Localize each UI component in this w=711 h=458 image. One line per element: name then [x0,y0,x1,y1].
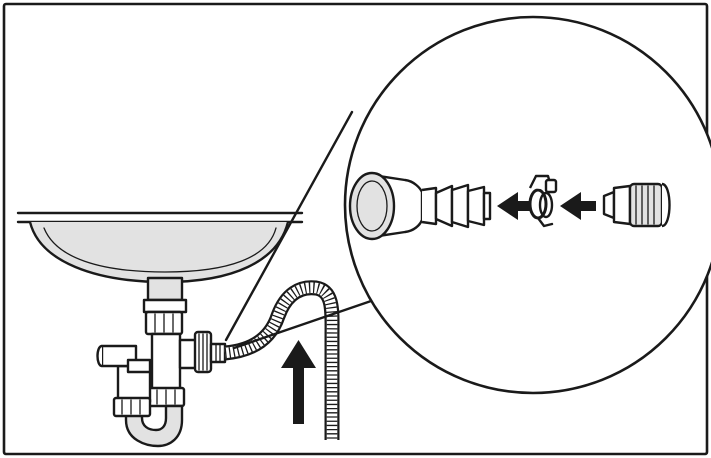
drain-hose [224,280,340,440]
sink [16,211,304,284]
upward-arrow [281,340,316,424]
trap-outlet-detail [348,171,492,241]
callout-arrow-right [560,192,596,220]
sink-trap [96,276,227,448]
callout-arrow-left [497,192,530,220]
drain-hose-spigot [209,342,227,364]
hose-end-detail [602,182,671,228]
hose-clamp [528,174,558,228]
